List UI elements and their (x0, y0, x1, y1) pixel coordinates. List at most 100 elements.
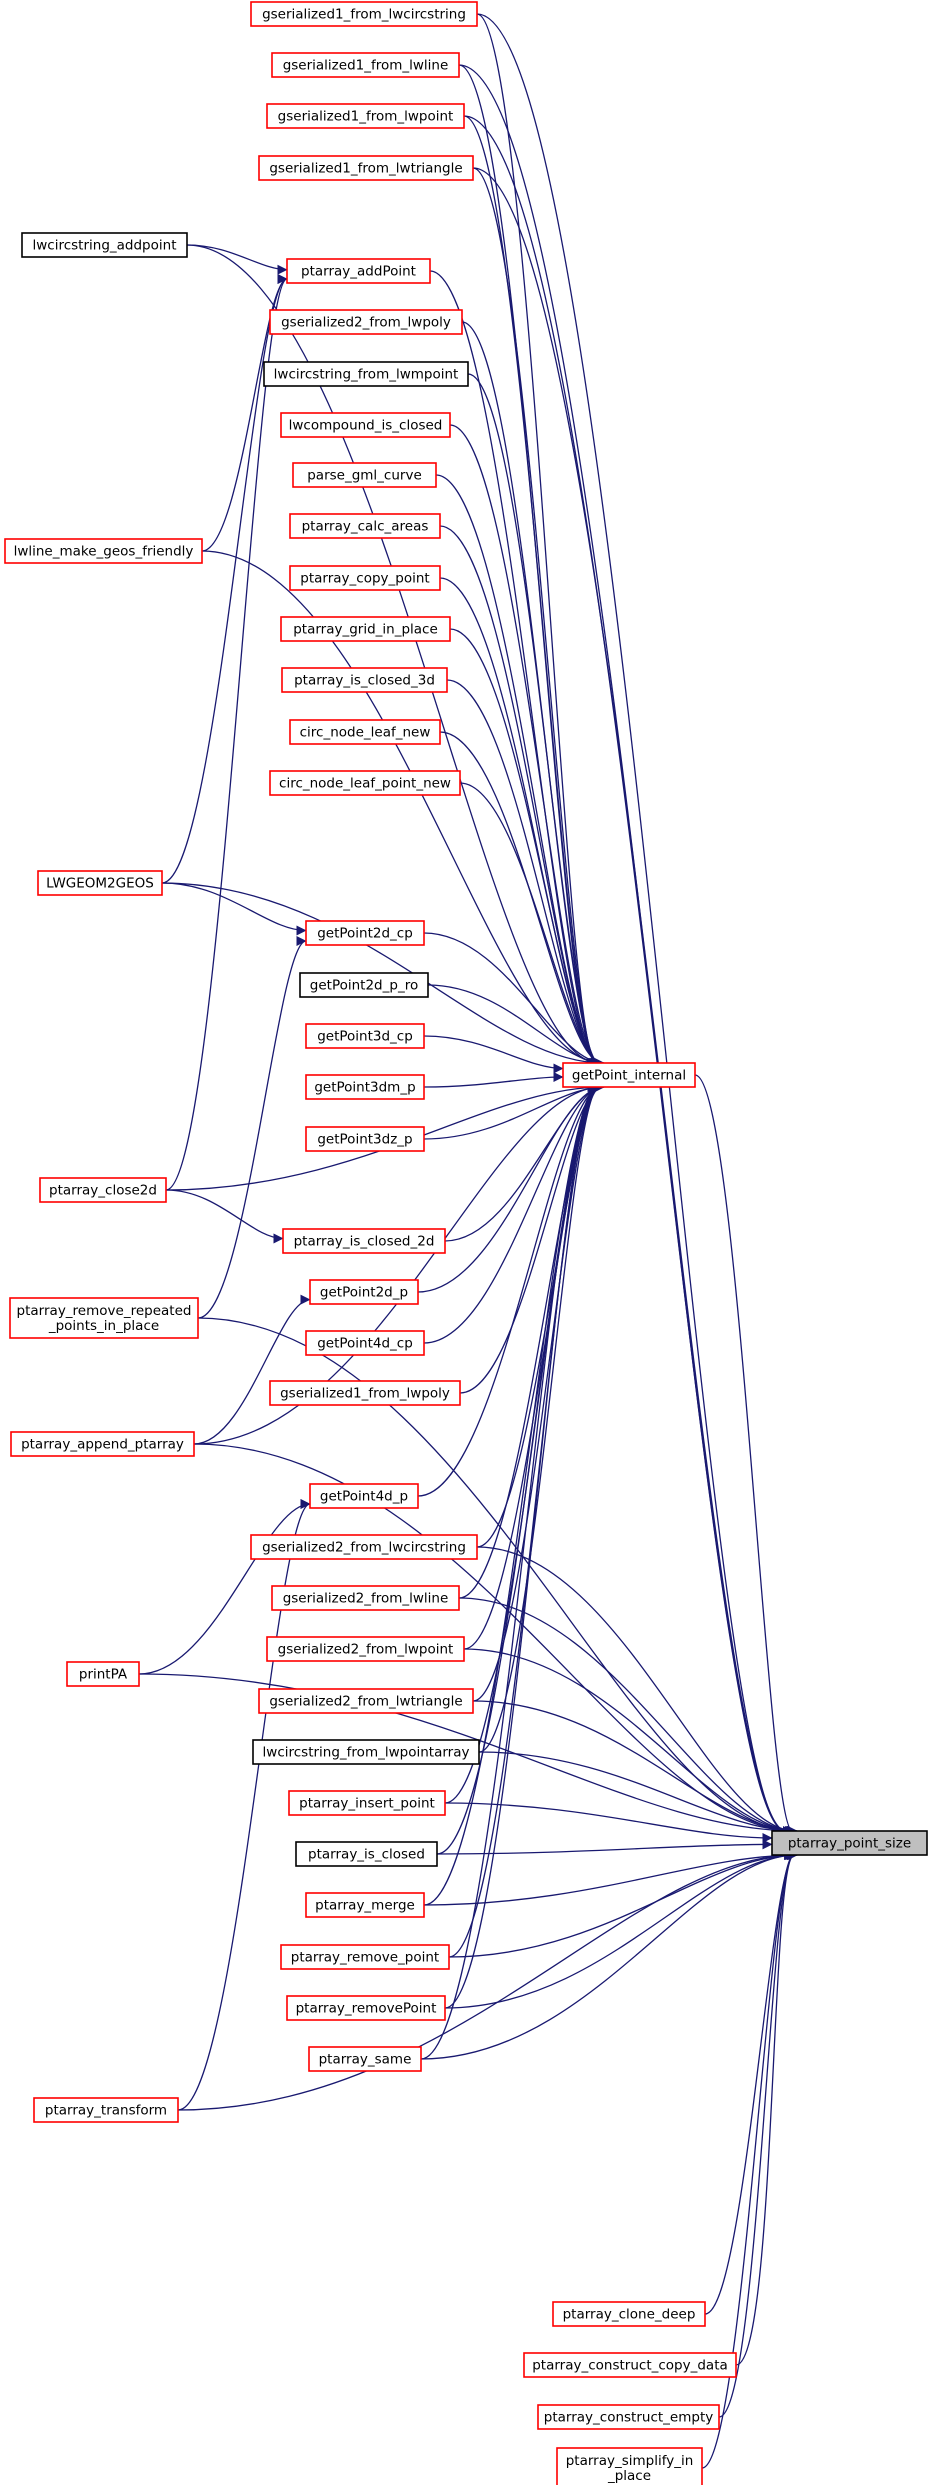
node-box (288, 1790, 446, 1816)
node-getPoint2d_cp[interactable]: getPoint2d_cp (305, 920, 425, 946)
node-getPoint2d_p[interactable]: getPoint2d_p (309, 1279, 419, 1305)
edge-ptarray_append_ptarray-to-getPoint_internal (193, 1082, 603, 1445)
node-label: getPoint4d_p (320, 1489, 408, 1505)
edge-ptarray_close2d-to-ptarray_addPoint (165, 274, 288, 1191)
edge-gserialized1_from_lwline-to-getPoint_internal (458, 64, 598, 1068)
node-ptarray_is_closed_3d[interactable]: ptarray_is_closed_3d (281, 667, 448, 693)
node-box (289, 513, 441, 539)
node-label: ptarray_transform (45, 2103, 167, 2119)
node-box (289, 719, 441, 745)
node-parse_gml_curve[interactable]: parse_gml_curve (292, 462, 437, 488)
node-LWGEOM2GEOS[interactable]: LWGEOM2GEOS (37, 870, 163, 896)
node-ptarray_merge[interactable]: ptarray_merge (305, 1892, 425, 1918)
node-box (266, 1636, 465, 1662)
node-label: getPoint3dm_p (314, 1080, 415, 1096)
edge-layer (138, 13, 799, 2469)
node-box (280, 412, 451, 438)
node-gserialized1_from_lwcircstring[interactable]: gserialized1_from_lwcircstring (250, 1, 478, 27)
node-ptarray_construct_copy_data[interactable]: ptarray_construct_copy_data (523, 2352, 737, 2378)
edge-getPoint3d_cp-to-getPoint_internal (423, 1035, 564, 1074)
node-label: ptarray_is_closed (308, 1847, 425, 1863)
edge-lwcompound_is_closed-to-getPoint_internal (449, 424, 601, 1068)
node-box (4, 538, 203, 564)
node-ptarray_transform[interactable]: ptarray_transform (33, 2097, 179, 2123)
node-label: getPoint2d_p_ro (310, 978, 418, 994)
node-box (33, 2097, 179, 2123)
edge-ptarray_removePoint-to-getPoint_internal (444, 1082, 598, 2009)
node-gserialized1_from_lwpoint[interactable]: gserialized1_from_lwpoint (266, 103, 465, 129)
node-ptarray_insert_point[interactable]: ptarray_insert_point (288, 1790, 446, 1816)
edge-lwcircstring_from_lwpointarray-to-getPoint_internal (478, 1082, 600, 1753)
edge-ptarray_merge-to-ptarray_point_size (423, 1850, 799, 1906)
node-getPoint3dm_p[interactable]: getPoint3dm_p (305, 1074, 425, 1100)
node-box (281, 667, 448, 693)
node-label: getPoint3dz_p (317, 1132, 412, 1148)
node-ptarray_close2d[interactable]: ptarray_close2d (39, 1177, 167, 1203)
edge-ptarray_close2d-to-ptarray_is_closed_2d (165, 1189, 284, 1244)
node-ptarray_remove_point[interactable]: ptarray_remove_point (280, 1944, 450, 1970)
edge-ptarray_simplify_in_place-to-ptarray_point_size (701, 1850, 795, 2469)
node-ptarray_calc_areas[interactable]: ptarray_calc_areas (289, 513, 441, 539)
node-box (266, 103, 465, 129)
node-getPoint3dz_p[interactable]: getPoint3dz_p (305, 1126, 425, 1152)
node-target-ptarray_point_size[interactable]: ptarray_point_size (771, 1830, 928, 1856)
edge-gserialized1_from_lwcircstring-to-ptarray_point_size (476, 13, 786, 1836)
node-gserialized2_from_lwline[interactable]: gserialized2_from_lwline (271, 1585, 460, 1611)
edge-gserialized2_from_lwpoint-to-ptarray_point_size (463, 1648, 798, 1836)
node-box (523, 2352, 737, 2378)
edge-ptarray_removePoint-to-ptarray_point_size (444, 1850, 798, 2009)
node-box (295, 1841, 438, 1867)
node-lwcircstring_from_lwmpoint[interactable]: lwcircstring_from_lwmpoint (263, 361, 469, 387)
edge-gserialized2_from_lwcircstring-to-ptarray_point_size (476, 1546, 797, 1836)
node-getPoint4d_p[interactable]: getPoint4d_p (309, 1483, 419, 1509)
node-label: ptarray_remove_point (291, 1950, 439, 1966)
node-ptarray_is_closed[interactable]: ptarray_is_closed (295, 1841, 438, 1867)
node-label: gserialized1_from_lwpoly (280, 1386, 450, 1402)
node-ptarray_same[interactable]: ptarray_same (308, 2046, 422, 2072)
node-gserialized2_from_lwpoint[interactable]: gserialized2_from_lwpoint (266, 1636, 465, 1662)
node-gserialized2_from_lwcircstring[interactable]: gserialized2_from_lwcircstring (250, 1534, 478, 1560)
edge-lwcircstring_from_lwpointarray-to-ptarray_point_size (478, 1751, 798, 1836)
node-box (299, 972, 429, 998)
node-lwcircstring_addpoint[interactable]: lwcircstring_addpoint (21, 232, 188, 258)
node-getPoint2d_p_ro[interactable]: getPoint2d_p_ro (299, 972, 429, 998)
node-label: ptarray_is_closed_2d (294, 1234, 435, 1250)
node-label: printPA (79, 1667, 128, 1683)
node-gserialized1_from_lwpoly[interactable]: gserialized1_from_lwpoly (269, 1380, 461, 1406)
node-ptarray_is_closed_2d[interactable]: ptarray_is_closed_2d (282, 1228, 446, 1254)
node-box (10, 1431, 195, 1457)
node-ptarray_append_ptarray[interactable]: ptarray_append_ptarray (10, 1431, 195, 1457)
node-lwcircstring_from_lwpointarray[interactable]: lwcircstring_from_lwpointarray (252, 1739, 480, 1765)
node-circ_node_leaf_point_new[interactable]: circ_node_leaf_point_new (269, 770, 461, 796)
node-label: lwcircstring_from_lwmpoint (274, 367, 459, 383)
node-gserialized2_from_lwtriangle[interactable]: gserialized2_from_lwtriangle (258, 1688, 474, 1714)
node-label: ptarray_grid_in_place (293, 622, 438, 638)
node-gserialized2_from_lwpoly[interactable]: gserialized2_from_lwpoly (269, 309, 463, 335)
node-ptarray_clone_deep[interactable]: ptarray_clone_deep (552, 2301, 706, 2327)
node-label: ptarray_clone_deep (563, 2307, 696, 2323)
node-ptarray_grid_in_place[interactable]: ptarray_grid_in_place (280, 616, 451, 642)
node-printPA[interactable]: printPA (66, 1661, 140, 1687)
node-lwcompound_is_closed[interactable]: lwcompound_is_closed (280, 412, 451, 438)
node-gserialized1_from_lwline[interactable]: gserialized1_from_lwline (271, 52, 460, 78)
node-box (269, 309, 463, 335)
node-circ_node_leaf_new[interactable]: circ_node_leaf_new (289, 719, 441, 745)
node-ptarray_simplify_in_place[interactable]: ptarray_simplify_in_place (556, 2447, 703, 2485)
node-box (292, 462, 437, 488)
node-getPoint_internal[interactable]: getPoint_internal (562, 1062, 696, 1088)
node-label: gserialized1_from_lwline (283, 58, 449, 74)
node-ptarray_removePoint[interactable]: ptarray_removePoint (286, 1995, 446, 2021)
node-lwline_make_geos_friendly[interactable]: lwline_make_geos_friendly (4, 538, 203, 564)
node-ptarray_construct_empty[interactable]: ptarray_construct_empty (537, 2404, 720, 2430)
node-ptarray_addPoint[interactable]: ptarray_addPoint (286, 258, 431, 284)
node-getPoint3d_cp[interactable]: getPoint3d_cp (305, 1023, 425, 1049)
edge-lwcircstring_addpoint-to-getPoint_internal (186, 244, 599, 1068)
node-label: getPoint_internal (572, 1068, 686, 1084)
node-ptarray_copy_point[interactable]: ptarray_copy_point (289, 565, 441, 591)
edge-ptarray_same-to-getPoint_internal (420, 1082, 598, 2060)
node-getPoint4d_cp[interactable]: getPoint4d_cp (305, 1330, 425, 1356)
edge-ptarray_insert_point-to-ptarray_point_size (444, 1802, 773, 1843)
node-gserialized1_from_lwtriangle[interactable]: gserialized1_from_lwtriangle (258, 155, 474, 181)
node-label: getPoint3d_cp (317, 1029, 413, 1045)
node-ptarray_remove_repeated_points_in_place[interactable]: ptarray_remove_repeated_points_in_place (9, 1297, 199, 1339)
